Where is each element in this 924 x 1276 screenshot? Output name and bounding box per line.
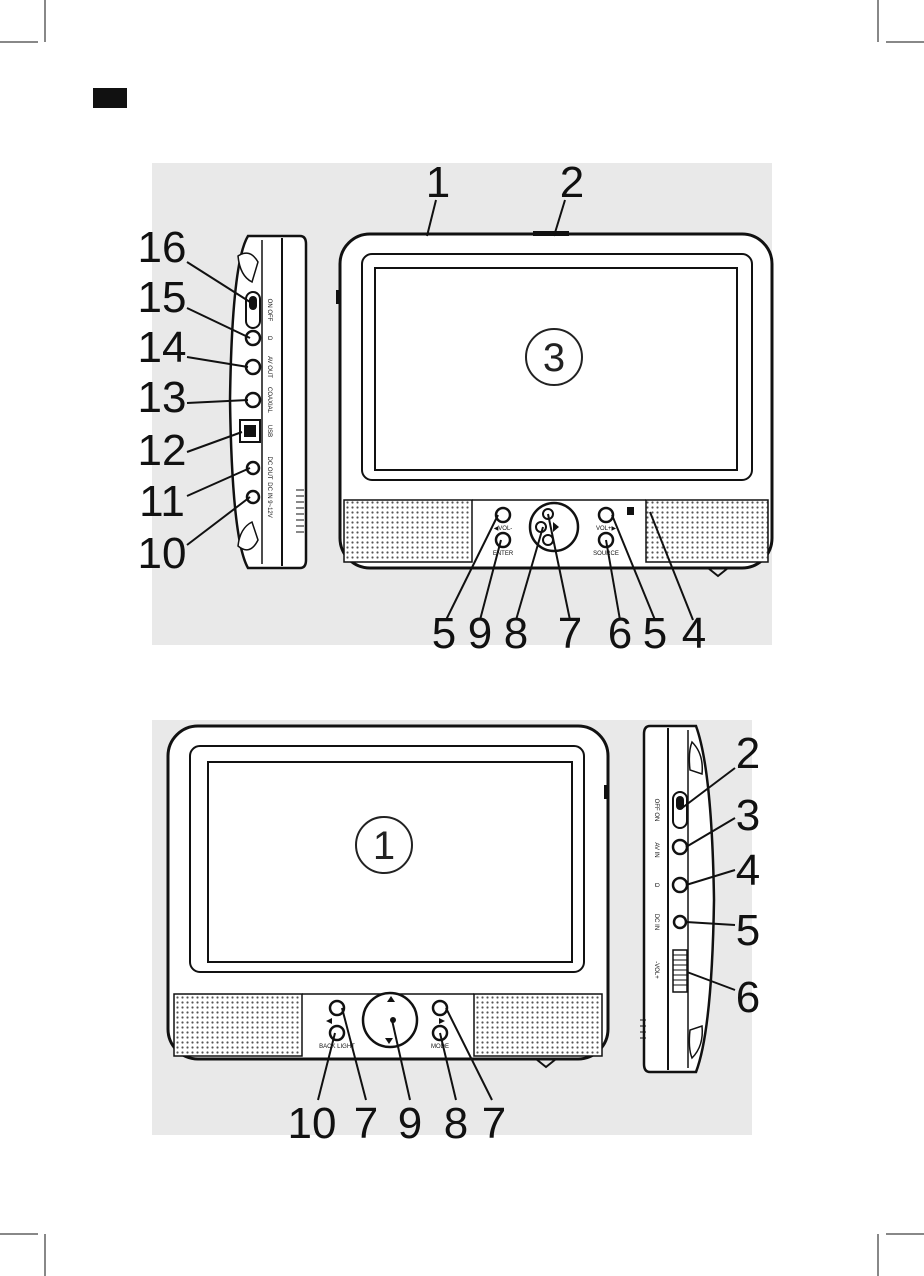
side-label-av-in: AV IN: [653, 842, 659, 857]
callout-bottom-9: 9: [398, 1099, 422, 1148]
callout-bottom-7b: 7: [482, 1099, 506, 1148]
bottom-front-view: BACK LIGHT MODE 1: [168, 726, 608, 1067]
screen-number-bottom: 1: [373, 824, 395, 868]
callout-bottom-4: 4: [736, 846, 760, 895]
button-label-mode: MODE: [431, 1044, 449, 1050]
side-label-dc-in-2: DC IN: [653, 914, 659, 930]
callout-bottom-5: 5: [736, 906, 760, 955]
side-label-vol: -VOL+: [653, 961, 659, 979]
side-label-headphone-2: Ω: [653, 883, 659, 888]
button-label-backlight: BACK LIGHT: [319, 1044, 355, 1050]
callout-bottom-3: 3: [736, 791, 760, 840]
bottom-side-view: OFF ON AV IN Ω DC IN -VOL+: [640, 726, 714, 1072]
callout-bottom-7a: 7: [354, 1099, 378, 1148]
callout-bottom-6: 6: [736, 973, 760, 1022]
callout-bottom-10: 10: [288, 1099, 337, 1148]
side-label-off-on: OFF ON: [653, 799, 659, 822]
callout-bottom-2: 2: [736, 729, 760, 778]
callout-bottom-8: 8: [444, 1099, 468, 1148]
